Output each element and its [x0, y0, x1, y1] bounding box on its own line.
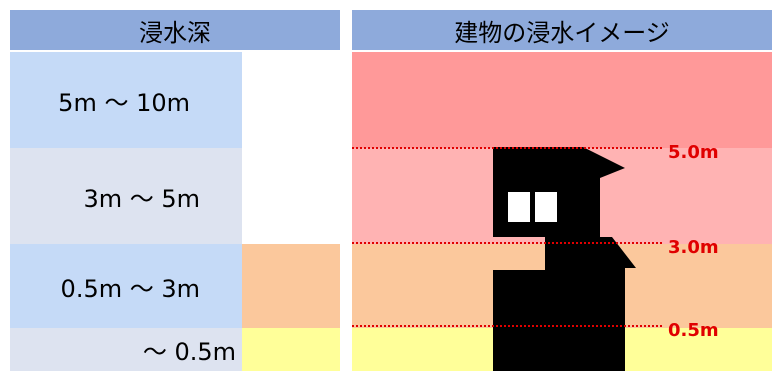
window-pane-right: [535, 192, 557, 222]
band-5-10m: [352, 52, 772, 148]
depth-column-header: 浸水深: [10, 10, 340, 50]
level-swatch-0.5-3m: [242, 244, 340, 328]
depth-label-5m: 5.0m: [668, 142, 719, 163]
level-swatch-under-0.5m: [242, 328, 340, 371]
level-row-under-0.5m: ～ 0.5m: [10, 328, 242, 371]
depth-line-0.5m: [352, 325, 662, 327]
level-label: 3m ～ 5m: [83, 184, 200, 213]
depth-label-3m: 3.0m: [668, 237, 719, 258]
depth-line-5m: [352, 147, 662, 149]
level-row-0.5-3m: 0.5m ～ 3m: [10, 244, 242, 328]
depth-label-0.5m: 0.5m: [668, 320, 719, 341]
building-image-header: 建物の浸水イメージ: [352, 10, 772, 50]
level-row-3-5m: 3m ～ 5m: [10, 148, 242, 244]
level-label: 5m ～ 10m: [58, 88, 190, 117]
depth-line-3m: [352, 242, 662, 244]
level-label: ～ 0.5m: [142, 338, 236, 366]
level-row-5-10m: 5m ～ 10m: [10, 52, 242, 148]
level-label: 0.5m ～ 3m: [60, 274, 200, 303]
level-swatch-3-5m: [242, 148, 340, 244]
window-pane-left: [508, 192, 530, 222]
level-swatch-5-10m: [242, 52, 340, 148]
building-shape: [493, 147, 636, 371]
